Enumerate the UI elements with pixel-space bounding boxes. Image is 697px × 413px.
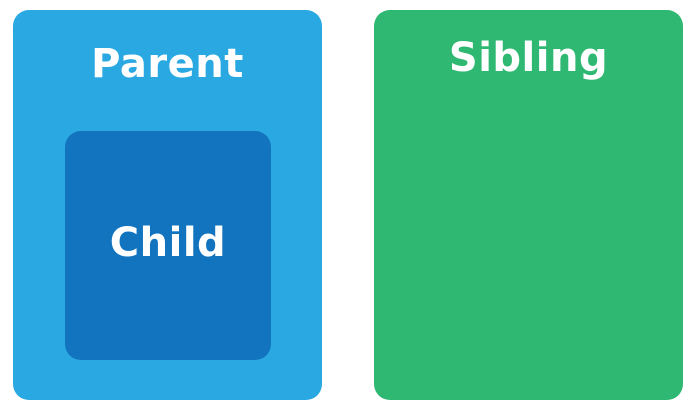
child-box: Child xyxy=(65,131,271,360)
child-label: Child xyxy=(109,220,227,266)
parent-label: Parent xyxy=(91,41,244,87)
sibling-label: Sibling xyxy=(448,35,609,81)
sibling-box: Sibling xyxy=(374,10,683,400)
parent-box: Parent Child xyxy=(13,10,322,400)
